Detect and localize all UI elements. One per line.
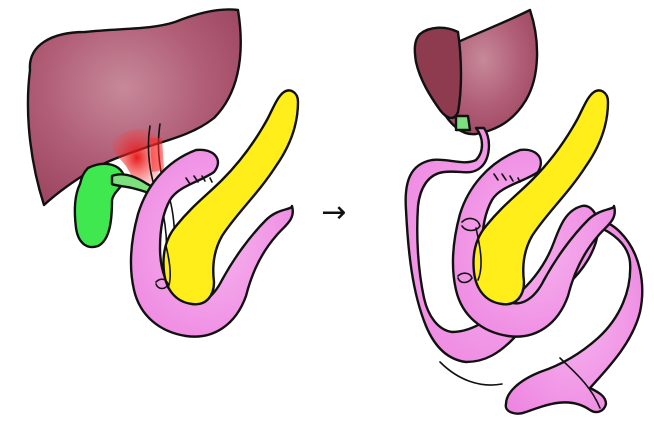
- pancreatic-duct: [475, 227, 482, 281]
- pancreas: [472, 89, 610, 306]
- duodenal-fold: [517, 177, 521, 183]
- arrow: →: [321, 195, 346, 230]
- duodenal-fold: [509, 175, 514, 182]
- duodenal-fold: [201, 175, 206, 182]
- pancreatic-duct: [165, 245, 171, 289]
- bowel-outline: [559, 357, 601, 409]
- duodenal-fold: [493, 173, 499, 181]
- liver-cut-surface: [413, 26, 463, 120]
- hilar-tumor: [112, 128, 162, 187]
- pancreas: [162, 89, 300, 306]
- suture-knot: [461, 217, 481, 232]
- duodenum: [451, 148, 616, 338]
- duodenal-fold: [501, 173, 507, 181]
- bile-duct-red: [150, 138, 164, 172]
- bowel-outline: [439, 361, 503, 386]
- ampulla-mark: [155, 278, 169, 290]
- after-panel: [404, 8, 644, 415]
- suture-knot: [457, 272, 473, 284]
- duodenum: [129, 148, 294, 338]
- liver: [26, 8, 242, 207]
- duodenal-fold: [209, 177, 213, 183]
- duodenal-fold: [185, 177, 191, 185]
- before-panel: [26, 8, 300, 338]
- jejunal-loop: [504, 220, 644, 415]
- duodenal-fold: [193, 175, 199, 183]
- hepaticojejunostomy: [454, 114, 472, 132]
